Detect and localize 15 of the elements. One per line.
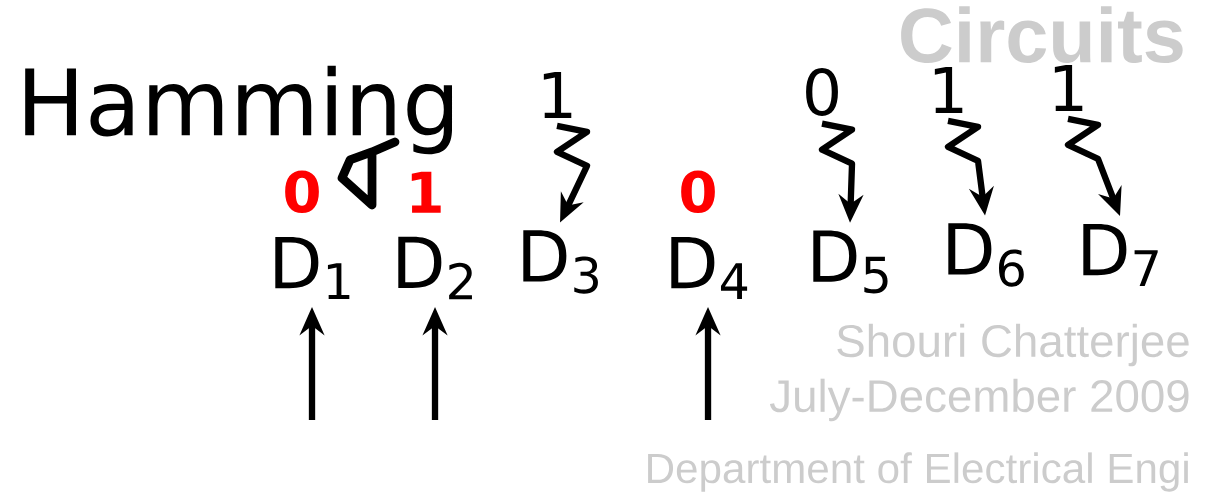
parity-bit: 0	[681, 170, 715, 213]
bit-value: 1	[1054, 64, 1083, 112]
data-bit-label: D$_{5}$	[813, 230, 888, 294]
data-bit-label: D$_{4}$	[671, 236, 748, 300]
parity-bit: 1	[411, 171, 441, 213]
bit-value: 1	[543, 71, 572, 119]
data-bit-label: D$_{3}$	[523, 230, 598, 294]
bit-value: 0	[806, 68, 838, 116]
data-bit-label: D$_{2}$	[398, 236, 472, 300]
data-bit-label: D$_{1}$	[275, 236, 350, 300]
parity-bit: 0	[285, 170, 319, 213]
data-bit-label: D$_{6}$	[948, 223, 1024, 287]
bit-value: 1	[934, 66, 963, 114]
title: Hamming	[25, 65, 452, 155]
data-bit-label: D$_{7}$	[1083, 223, 1158, 287]
